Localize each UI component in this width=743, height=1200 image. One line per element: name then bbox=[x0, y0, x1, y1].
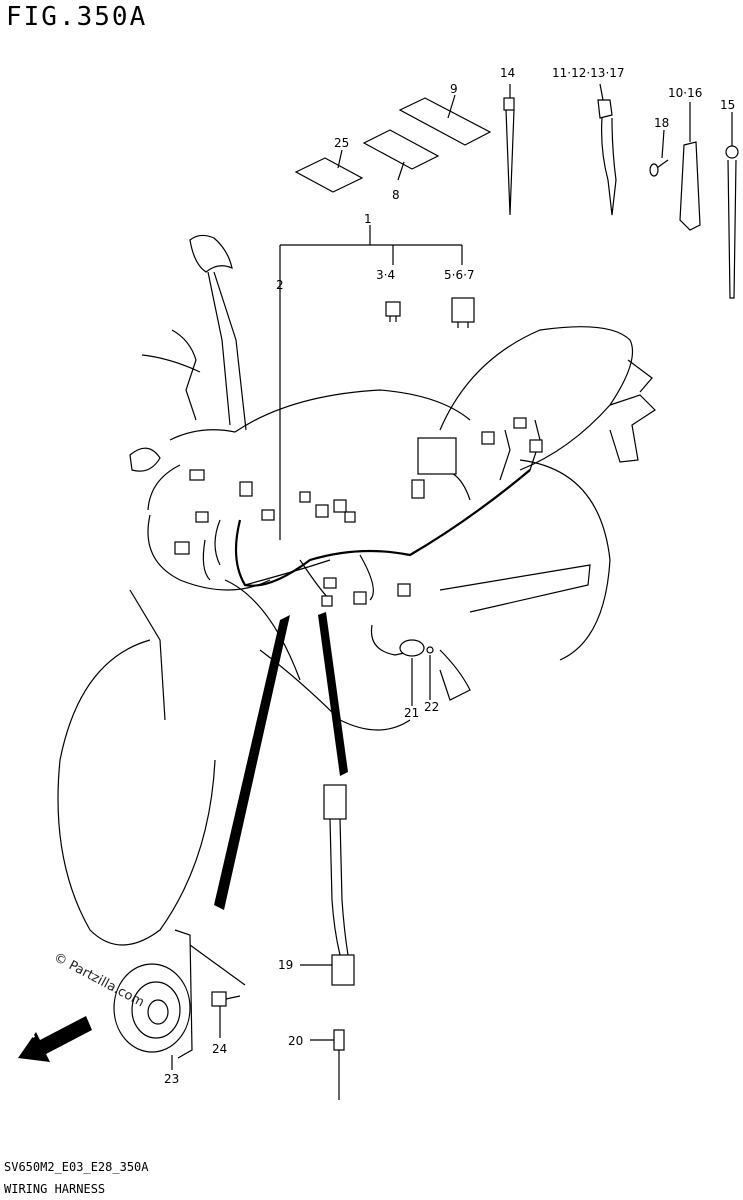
callout-24: 24 bbox=[212, 1042, 228, 1056]
harness-leader bbox=[279, 225, 463, 540]
sensor-21 bbox=[370, 624, 434, 706]
fuse-3 bbox=[385, 301, 401, 322]
switch-19 bbox=[300, 784, 355, 986]
callout-22: 22 bbox=[424, 700, 440, 714]
figure-caption: WIRING HARNESS bbox=[4, 1182, 106, 1196]
callout-19: 19 bbox=[278, 958, 294, 972]
cable-tie-15 bbox=[725, 112, 739, 299]
callout-18: 18 bbox=[654, 116, 670, 130]
pointer-arrow-horn bbox=[214, 615, 290, 910]
callout-11: 11·12·13·17 bbox=[552, 66, 625, 80]
tape-8 bbox=[362, 129, 440, 170]
callout-1: 1 bbox=[364, 212, 372, 226]
callout-3: 3·4 bbox=[376, 268, 396, 282]
cable-tie-14 bbox=[503, 84, 515, 216]
callout-20: 20 bbox=[288, 1034, 304, 1048]
wiring-harness bbox=[174, 417, 543, 607]
model-code: SV650M2_E03_E28_350A bbox=[4, 1160, 149, 1174]
screw-18 bbox=[649, 129, 669, 177]
figure-title: FIG.350A bbox=[6, 2, 148, 32]
motorcycle-outline bbox=[57, 234, 656, 946]
pointer-arrow-switch bbox=[318, 612, 348, 776]
bolt-24 bbox=[211, 991, 241, 1038]
callout-8: 8 bbox=[392, 188, 400, 202]
clamp-11 bbox=[597, 83, 617, 216]
callout-25: 25 bbox=[334, 136, 350, 150]
relay-5 bbox=[451, 297, 475, 328]
fwd-arrow bbox=[18, 1016, 92, 1062]
callout-2: 2 bbox=[276, 278, 284, 292]
tape-9 bbox=[398, 97, 492, 146]
spring-20 bbox=[310, 1029, 345, 1100]
callout-9: 9 bbox=[450, 82, 458, 96]
bracket-16 bbox=[679, 102, 701, 231]
callout-16: 10·16 bbox=[668, 86, 703, 100]
callout-15: 15 bbox=[720, 98, 736, 112]
horn-23 bbox=[113, 929, 246, 1070]
callout-5: 5·6·7 bbox=[444, 268, 475, 282]
tape-25 bbox=[294, 157, 364, 193]
callout-23: 23 bbox=[164, 1072, 180, 1086]
callout-21: 21 bbox=[404, 706, 420, 720]
callout-14: 14 bbox=[500, 66, 516, 80]
